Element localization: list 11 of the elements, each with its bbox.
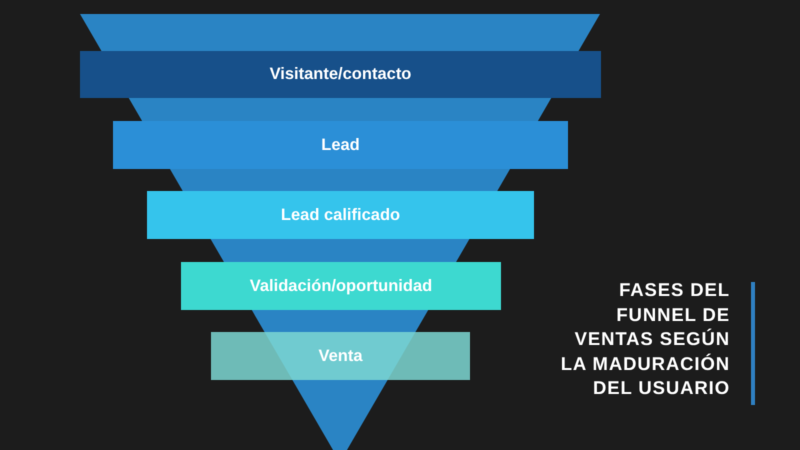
stage-label: Lead calificado [280, 206, 400, 224]
funnel-stage-band [147, 191, 534, 239]
stage-label: Venta [318, 346, 363, 366]
funnel-stage-band [80, 51, 601, 98]
stage-label: Validación/oportunidad [250, 276, 432, 296]
funnel-stage-band [181, 262, 501, 310]
stage-label: Visitante/contacto [270, 65, 412, 84]
funnel-stage-band [211, 332, 470, 380]
stage-label: Lead [321, 136, 360, 154]
title: FASES DEL FUNNEL DE VENTAS SEGÚN LA MADURACIÓN DEL USUARIO [560, 278, 730, 400]
funnel-stage-band [113, 121, 568, 169]
